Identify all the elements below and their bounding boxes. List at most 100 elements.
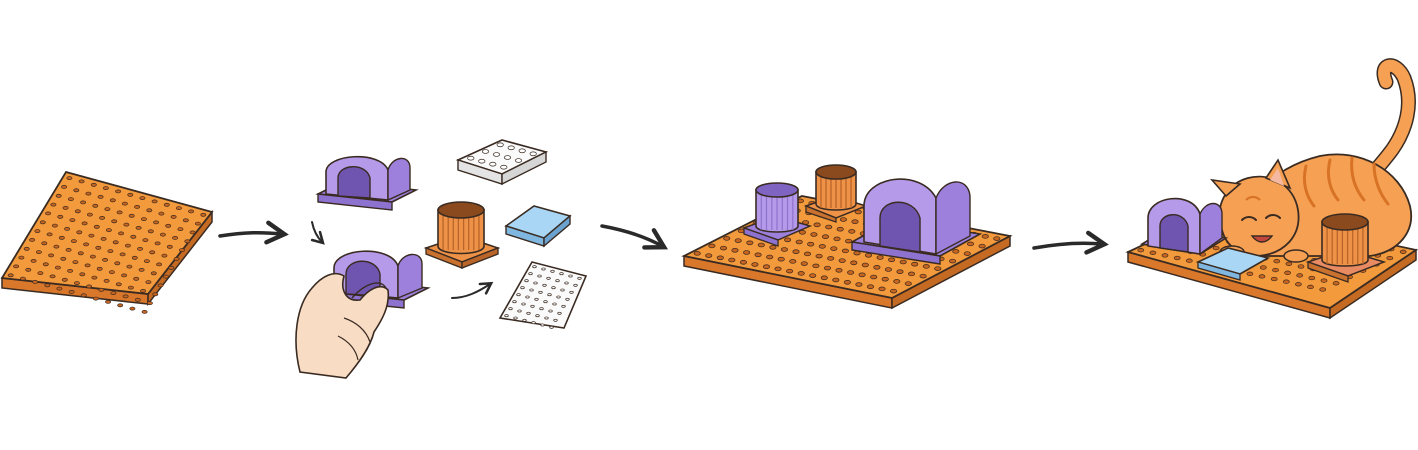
board-hole xyxy=(919,273,927,279)
board-hole xyxy=(907,271,916,277)
board-hole xyxy=(981,234,989,239)
board-hole xyxy=(1246,271,1254,276)
pegboard-panel xyxy=(0,170,214,314)
hand-icon xyxy=(295,272,390,379)
board-hole xyxy=(544,316,549,320)
board-hole xyxy=(154,241,161,246)
board-hole xyxy=(492,152,501,157)
board-hole xyxy=(105,228,112,233)
board-hole xyxy=(507,145,515,151)
board-hole xyxy=(91,275,98,280)
board-hole xyxy=(966,241,975,247)
board-hole xyxy=(573,283,578,287)
board-hole xyxy=(1173,255,1181,261)
board-hole xyxy=(58,235,65,240)
board-hole xyxy=(835,268,843,273)
board-hole xyxy=(67,268,74,273)
board-hole xyxy=(526,311,531,315)
board-hole xyxy=(166,244,173,249)
board-hole xyxy=(820,275,828,281)
board-hole xyxy=(839,217,847,222)
board-hole xyxy=(142,238,149,243)
board-hole xyxy=(18,255,25,260)
board-hole xyxy=(121,201,128,206)
board-hole xyxy=(540,323,545,327)
tile-pegs xyxy=(467,142,537,170)
board-hole xyxy=(80,200,87,205)
board-hole xyxy=(84,263,91,268)
board-hole xyxy=(731,248,739,253)
board-hole xyxy=(855,282,863,287)
board-hole xyxy=(518,148,526,154)
board-hole xyxy=(813,222,821,228)
board-hole xyxy=(1297,264,1305,269)
board-hole xyxy=(81,221,88,226)
board-hole xyxy=(845,238,853,244)
board-hole xyxy=(823,265,832,271)
board-hole xyxy=(7,273,14,278)
board-hole xyxy=(516,293,521,297)
board-hole xyxy=(124,243,131,248)
board-hole xyxy=(851,219,859,224)
arrow-curve-icon xyxy=(451,281,494,299)
board-hole xyxy=(172,235,179,240)
board-hole xyxy=(34,229,41,234)
board-hole xyxy=(520,286,525,290)
board-hole xyxy=(896,269,904,274)
board-hole xyxy=(200,212,207,217)
board-hole xyxy=(79,272,86,277)
board-hole xyxy=(1399,249,1407,254)
arrow-down-icon xyxy=(310,221,325,245)
board-hole xyxy=(556,295,561,299)
board-hole xyxy=(881,276,889,282)
pegboard-holes xyxy=(7,176,207,314)
board-hole xyxy=(743,250,751,255)
board-hole xyxy=(843,280,851,285)
board-hole xyxy=(70,239,77,244)
board-hole xyxy=(777,256,785,262)
board-hole xyxy=(830,246,838,251)
board-hole xyxy=(128,213,135,218)
board-hole xyxy=(803,251,812,257)
board-hole xyxy=(61,277,68,282)
board-hole xyxy=(41,241,48,246)
board-hole xyxy=(1284,270,1291,275)
board-hole xyxy=(130,234,137,239)
board-hole xyxy=(1319,287,1327,292)
board-hole xyxy=(150,271,157,276)
board-hole xyxy=(754,252,762,258)
board-hole xyxy=(500,164,508,170)
board-hole xyxy=(73,281,80,286)
board-hole xyxy=(182,218,189,223)
board-hole xyxy=(1270,276,1278,282)
board-hole xyxy=(137,246,144,251)
arrow-right-icon xyxy=(1032,230,1109,255)
board-hole xyxy=(734,238,742,243)
board-hole xyxy=(705,253,713,258)
board-hole xyxy=(95,245,102,250)
board-hole xyxy=(746,240,754,246)
board-hole xyxy=(117,303,124,308)
board-hole xyxy=(551,286,556,290)
board-hole xyxy=(568,274,573,278)
board-hole xyxy=(517,309,522,313)
board-hole xyxy=(39,220,46,225)
perforated-mat xyxy=(498,261,588,329)
board-hole xyxy=(847,270,855,275)
board-hole xyxy=(821,234,830,239)
board-hole xyxy=(786,268,794,274)
board-hole xyxy=(30,258,37,263)
board-hole xyxy=(86,284,93,289)
board-hole xyxy=(858,272,866,278)
board-hole xyxy=(1212,245,1220,251)
board-hole xyxy=(45,211,52,216)
pegged-white-tile xyxy=(455,139,549,186)
board-hole xyxy=(893,279,901,284)
board-hole xyxy=(146,301,153,306)
board-hole xyxy=(1386,255,1394,261)
board-hole xyxy=(162,274,169,279)
board-hole xyxy=(569,290,574,294)
board-hole xyxy=(135,225,142,230)
board-hole xyxy=(1285,261,1293,266)
